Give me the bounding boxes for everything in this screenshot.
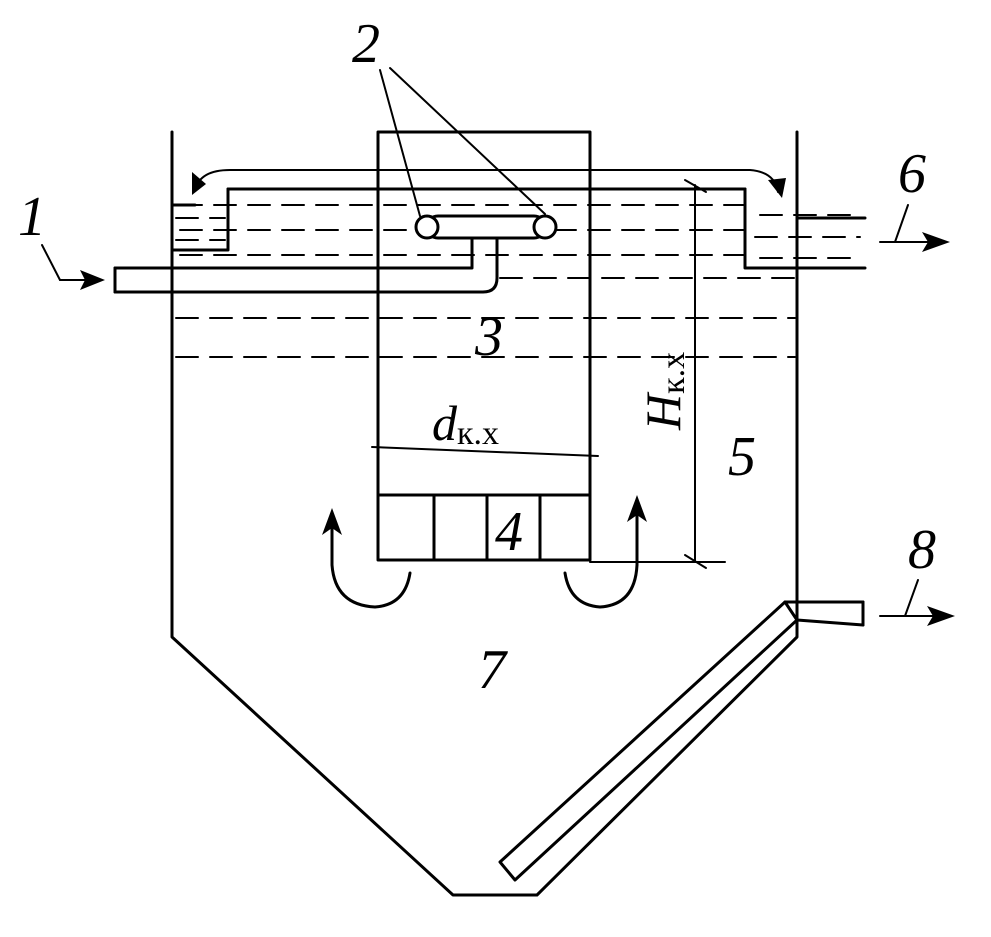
label-7: 7 [478,639,508,701]
label-1: 1 [18,186,46,248]
leader-6 [894,204,909,243]
leader-1 [41,244,61,281]
label-6: 6 [898,143,926,205]
label-8: 8 [908,519,936,581]
sludge-pipe-inner [783,600,799,622]
flow-arrow-right-head [627,495,647,522]
distributor-ring-left [414,214,440,240]
top-arrow-right-head [768,178,786,198]
arrow-6-head [922,232,950,252]
top-arrow-left-head [192,172,206,195]
distributor-bar [425,214,547,240]
arrow-8-head [927,606,955,626]
sludge-pipe [498,600,865,882]
label-5: 5 [728,426,756,488]
height-dim-tick-top [684,179,707,193]
leader-2b [389,67,546,215]
right-trough [743,187,867,270]
height-label: Hк.х [635,352,692,431]
arrow-1-head [80,270,105,290]
label-2: 2 [352,13,380,75]
distributor-ring-right [532,214,558,240]
leader-2a [379,69,421,217]
diameter-symbol: d [432,395,458,451]
height-symbol: H [635,391,691,431]
tank-wall [170,130,799,897]
left-trough [170,187,230,252]
leader-8 [904,579,919,617]
label-3: 3 [474,306,503,368]
diameter-subscript: к.х [457,415,499,452]
height-subscript: к.х [655,352,692,394]
diameter-label: dк.х [432,395,499,452]
flow-arrow-right [563,506,639,609]
flow-arrow-left [330,518,412,609]
flow-arrow-left-head [322,508,342,535]
height-label-group: Hк.х [635,352,692,431]
label-4: 4 [495,501,523,563]
central-chamber [376,130,592,562]
diameter-dim-line [371,446,599,457]
inlet-pipe [113,236,499,294]
